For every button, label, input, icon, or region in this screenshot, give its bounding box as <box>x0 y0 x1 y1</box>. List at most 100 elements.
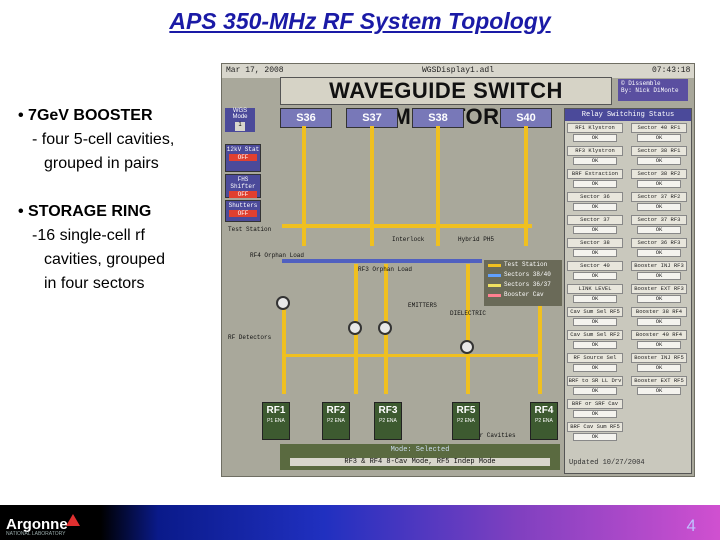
status-badge: OK <box>573 295 617 303</box>
waveguide-line <box>538 264 542 394</box>
waveguide-line <box>302 126 306 246</box>
relay-item-label: RF3 Klystron <box>567 146 623 156</box>
status-badge: OK <box>573 387 617 395</box>
waveguide-line <box>282 259 482 263</box>
relay-item-label: BRF Cav Sum RF5 or 3 <box>567 422 623 432</box>
argonne-logo: Argonne <box>6 516 68 533</box>
waveguide-line <box>282 304 286 394</box>
status-badge: OK <box>637 134 681 142</box>
shifter-panel: FHS Shifter OFF <box>225 174 261 198</box>
status-badge: OK <box>637 341 681 349</box>
status-badge: OK <box>637 249 681 257</box>
bullet-storage-line: -16 single-cell rf <box>32 227 145 244</box>
bullet-storage-ring: • STORAGE RING <box>18 203 152 220</box>
relay-item-label: Sector 40 <box>567 261 623 271</box>
status-badge: OK <box>637 180 681 188</box>
switch-s37[interactable]: S37 <box>346 108 398 128</box>
dielectric-label: DIELECTRIC <box>450 310 487 317</box>
relay-item-label: Cav Sum Sel RF2 & 3 <box>567 330 623 340</box>
bullet-booster-line: - four 5-cell cavities, <box>32 131 175 148</box>
circulator-icon <box>276 296 290 310</box>
relay-header: Relay Switching Status <box>565 109 691 121</box>
status-badge: OK <box>573 157 617 165</box>
circulator-icon <box>348 321 362 335</box>
author-box: © Dissemble By: Nick DiMonte <box>618 79 688 101</box>
relay-item-label: RF1 Klystron <box>567 123 623 133</box>
status-badge: OK <box>637 364 681 372</box>
mode-selected-label: Mode: Selected <box>390 446 450 454</box>
status-badge: OK <box>637 203 681 211</box>
legend-item: Sectors 38/40 <box>484 270 562 280</box>
status-badge: OK <box>573 249 617 257</box>
interlock-label: Interlock <box>392 236 425 243</box>
relay-item-label: RF Source Sel RF3 <box>567 353 623 363</box>
status-badge: OK <box>637 272 681 280</box>
switch-s38[interactable]: S38 <box>412 108 464 128</box>
wgs-mode-label: WGS Mode <box>232 108 248 120</box>
relay-item-label: Sector 36 <box>567 192 623 202</box>
circulator-icon <box>460 340 474 354</box>
relay-item-label: Sector 37 RF2 <box>631 192 687 202</box>
relay-item-label: BRF or SRF Cav Sum RF3 <box>567 399 623 409</box>
status-badge: OK <box>573 364 617 372</box>
status-badge: OK <box>637 157 681 165</box>
mode-status-bar: Mode: Selected RF3 & RF4 8-Cav Mode, RF5… <box>280 444 560 470</box>
status-badge: OK <box>573 341 617 349</box>
legend-item: Test Station <box>484 260 562 270</box>
argonne-logo-icon <box>66 514 80 526</box>
relay-item: BRF Cav Sum RF5 or 3OK <box>565 422 625 445</box>
relay-item-label: Booster 38 RF4 <box>631 307 687 317</box>
relay-item-label: Booster INJ RF5 <box>631 353 687 363</box>
relay-item-label: Cav Sum Sel RF5 & 4 <box>567 307 623 317</box>
waveguide-line <box>436 126 440 246</box>
status-badge: OK <box>637 318 681 326</box>
status-badge: OK <box>573 318 617 326</box>
relay-item-label: Booster INJ RF3 <box>631 261 687 271</box>
page-number: 4 <box>686 516 696 535</box>
status-badge: OK <box>637 295 681 303</box>
bullet-list: • 7GeV BOOSTER - four 5-cell cavities, g… <box>18 104 218 296</box>
status-badge: OK <box>573 226 617 234</box>
author-line: By: Nick DiMonte <box>621 87 679 94</box>
status-badge: OFF <box>229 191 257 198</box>
screen-filename: WGSDisplay1.adl <box>422 66 495 75</box>
screen-date: Mar 17, 2008 <box>226 66 284 75</box>
bullet-booster: • 7GeV BOOSTER <box>18 107 153 124</box>
circulator-icon <box>378 321 392 335</box>
footer-bar <box>0 505 720 540</box>
relay-item: Cav Sum Sel RF5 & 4OK <box>565 307 625 330</box>
author-line: © Dissemble <box>621 80 661 87</box>
rf4-orphan-load-label: RF4 Orphan Load <box>250 252 305 259</box>
mode-text: RF3 & RF4 8-Cav Mode, RF5 Indep Mode <box>290 458 550 466</box>
relay-item-label: Sector 38 RF2 <box>631 169 687 179</box>
status-badge: OK <box>573 203 617 211</box>
relay-item-label: LINK LEVEL <box>567 284 623 294</box>
status-badge: OK <box>573 134 617 142</box>
updated-label: Updated 10/27/2004 <box>569 459 645 467</box>
switch-s36[interactable]: S36 <box>280 108 332 128</box>
legend-item: Sectors 36/37 <box>484 280 562 290</box>
switch-s40[interactable]: S40 <box>500 108 552 128</box>
emitters-label: EMITTERS <box>408 302 437 309</box>
relay-item-label: BRF Extraction <box>567 169 623 179</box>
